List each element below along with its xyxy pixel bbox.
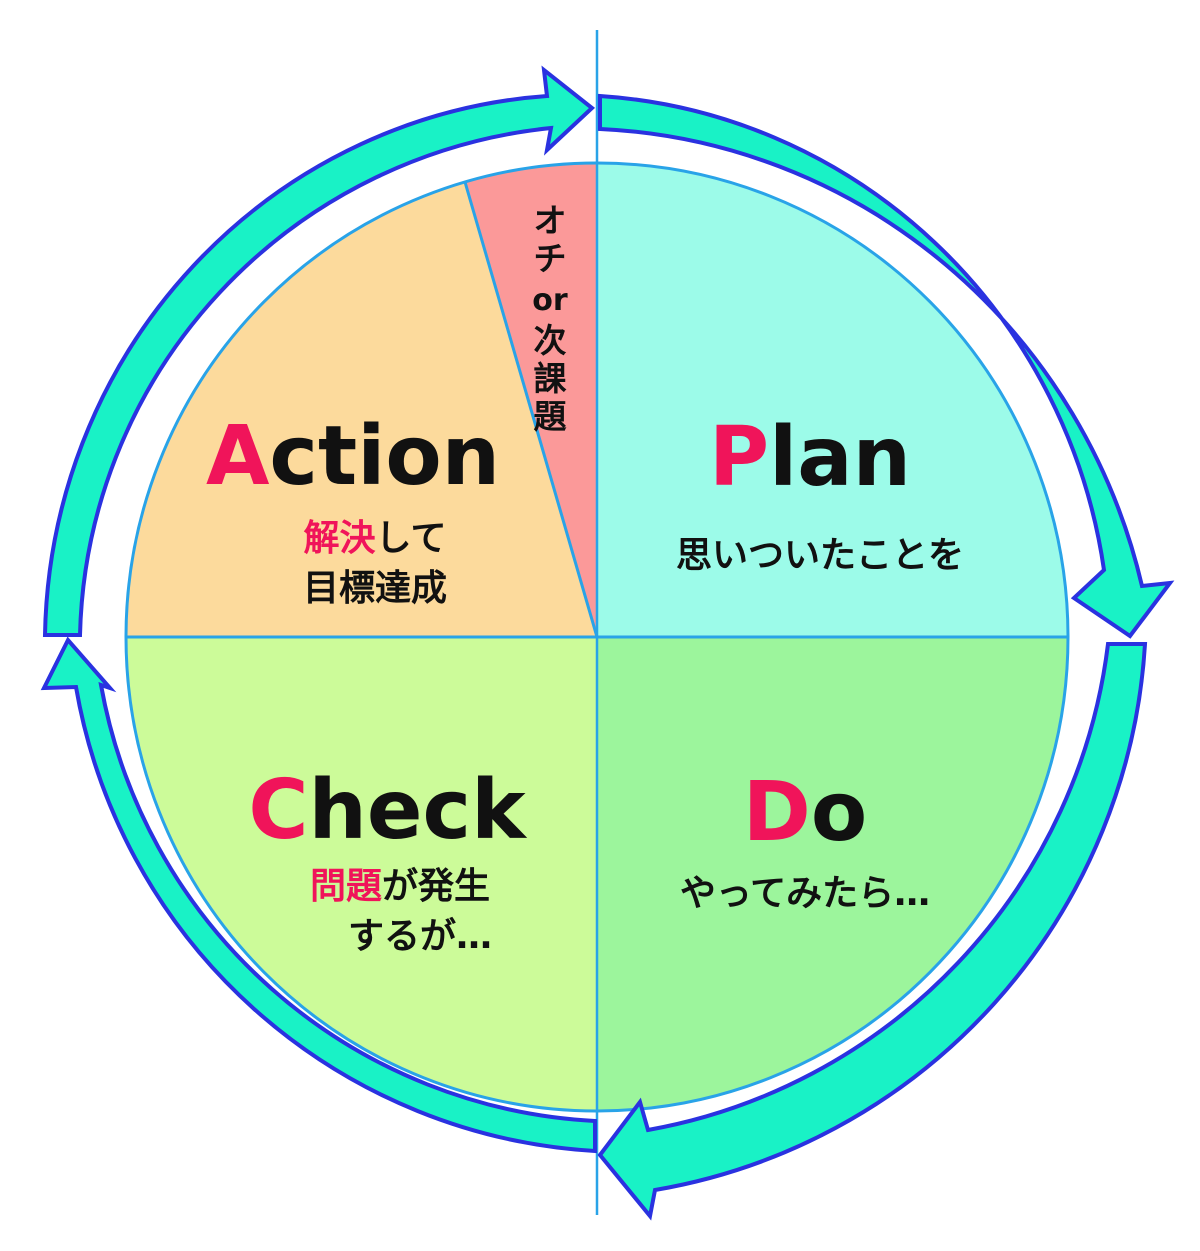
action-caption-line1: 解決して <box>304 518 447 559</box>
arrow-action-to-plan <box>42 65 596 637</box>
ochi-char: 課 <box>534 359 568 398</box>
action-caption-line2: 目標達成 <box>303 568 447 609</box>
action-rest: ction <box>269 409 500 504</box>
plan-title: Plan <box>709 410 911 505</box>
action-title: Action <box>206 409 500 504</box>
plan-rest: lan <box>769 410 911 505</box>
do-rest: o <box>811 765 867 860</box>
check-caption-line2: するが… <box>348 916 492 957</box>
action-caption-accent: 解決 <box>304 518 376 559</box>
check-sector <box>126 637 597 1111</box>
do-title: Do <box>743 765 867 860</box>
ochi-char: 題 <box>534 397 567 436</box>
plan-caption: 思いついたことを <box>676 535 964 576</box>
plan-sector <box>597 163 1068 637</box>
check-caption-rest: が発生 <box>382 866 490 907</box>
action-sector <box>126 182 597 637</box>
ochi-char: チ <box>534 239 567 278</box>
check-title: Check <box>248 763 528 858</box>
do-caption: やってみたら… <box>680 873 930 914</box>
arrow-plan-to-do <box>598 93 1175 639</box>
check-caption-line1: 問題が発生 <box>310 866 490 907</box>
action-letter: A <box>206 409 270 504</box>
ochi-char: 次 <box>534 321 567 360</box>
plan-letter: P <box>709 410 769 505</box>
do-letter: D <box>743 765 811 860</box>
check-rest: heck <box>309 763 529 858</box>
circle-outline <box>124 161 1070 1113</box>
action-caption-rest: して <box>376 518 447 559</box>
ochi-char: オ <box>534 201 567 240</box>
arrow-check-to-action <box>40 636 597 1154</box>
ochi-char: or <box>532 283 568 318</box>
arrow-do-to-check <box>597 642 1148 1221</box>
ochi-divider <box>463 181 599 638</box>
check-caption-accent: 問題 <box>310 866 382 907</box>
do-sector <box>597 637 1068 1111</box>
check-letter: C <box>248 763 308 858</box>
